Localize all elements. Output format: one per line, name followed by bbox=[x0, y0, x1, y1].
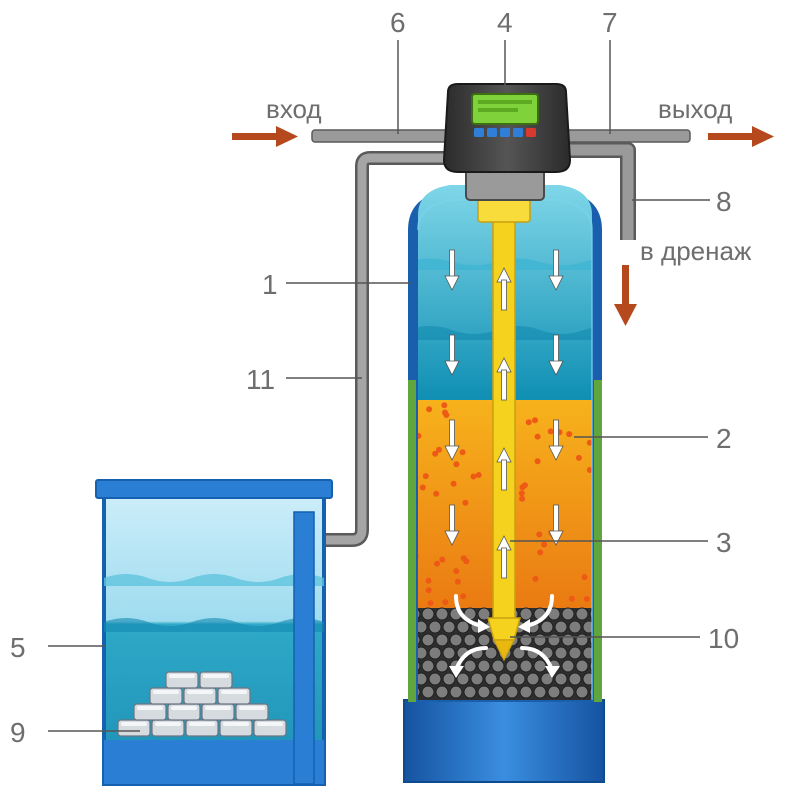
down-arrow-icon bbox=[548, 249, 564, 291]
flow-arrow-icon bbox=[232, 126, 298, 147]
down-arrow-icon bbox=[444, 504, 460, 546]
down-arrow-icon bbox=[444, 249, 460, 291]
callout-1: 1 bbox=[262, 269, 278, 300]
callout-9: 9 bbox=[10, 717, 26, 748]
callout-5: 5 bbox=[10, 632, 26, 663]
callout-3: 3 bbox=[716, 527, 732, 558]
label-inlet: вход bbox=[266, 94, 322, 124]
callout-11: 11 bbox=[246, 364, 275, 395]
down-arrow-icon bbox=[548, 334, 564, 376]
salt-tablet-icon bbox=[235, 703, 269, 721]
callout-10: 10 bbox=[708, 623, 739, 654]
down-arrow-icon bbox=[548, 419, 564, 461]
internal-flow-arrows bbox=[444, 249, 564, 579]
leader-lines bbox=[48, 40, 710, 732]
drain-flow-arrow-icon bbox=[614, 265, 637, 326]
salt-tablet-icon bbox=[217, 687, 251, 705]
callout-8: 8 bbox=[716, 186, 732, 217]
riser-tube bbox=[477, 195, 531, 662]
tank-base bbox=[403, 699, 605, 783]
brine-line bbox=[322, 151, 450, 547]
salt-tablet-icon bbox=[133, 703, 167, 721]
up-arrow-icon bbox=[496, 535, 512, 579]
salt-tablet-icon bbox=[201, 703, 235, 721]
salt-tablet-icon bbox=[183, 687, 217, 705]
salt-tablets bbox=[117, 671, 287, 737]
salt-tablet-icon bbox=[117, 719, 151, 737]
down-arrow-icon bbox=[444, 419, 460, 461]
callout-6: 6 bbox=[390, 7, 406, 38]
salt-tablet-icon bbox=[199, 671, 233, 689]
salt-tablet-icon bbox=[167, 703, 201, 721]
salt-tablet-icon bbox=[185, 719, 219, 737]
brine-well bbox=[293, 511, 315, 785]
label-drain: в дренаж bbox=[640, 236, 752, 266]
label-outlet: выход bbox=[658, 94, 732, 124]
salt-tablet-icon bbox=[149, 687, 183, 705]
salt-tablet-icon bbox=[253, 719, 287, 737]
control-valve bbox=[442, 83, 572, 201]
callout-2: 2 bbox=[716, 423, 732, 454]
brine-tank bbox=[95, 479, 333, 786]
flow-arrow-icon bbox=[708, 126, 774, 147]
up-arrow-icon bbox=[496, 447, 512, 491]
callout-4: 4 bbox=[497, 7, 513, 38]
up-arrow-icon bbox=[496, 267, 512, 311]
drain-pipe bbox=[555, 142, 636, 240]
down-arrow-icon bbox=[548, 504, 564, 546]
salt-tablet-icon bbox=[151, 719, 185, 737]
up-arrow-icon bbox=[496, 357, 512, 401]
salt-tablet-icon bbox=[165, 671, 199, 689]
down-arrow-icon bbox=[444, 334, 460, 376]
control-buttons bbox=[474, 128, 536, 137]
callout-7: 7 bbox=[602, 7, 618, 38]
salt-tablet-icon bbox=[219, 719, 253, 737]
